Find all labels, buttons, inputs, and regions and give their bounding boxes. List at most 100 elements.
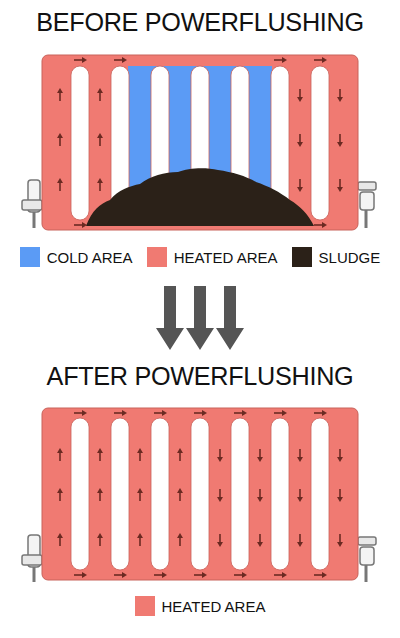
flow-arrow (299, 134, 301, 143)
radiator-slot (311, 418, 329, 570)
flow-arrow (219, 534, 221, 543)
flow-arrow-head (162, 410, 167, 416)
flow-arrow-head (337, 187, 343, 192)
flow-arrow-head (322, 57, 327, 63)
radiator-slot (151, 418, 169, 570)
flow-arrow-head (97, 133, 103, 138)
flow-arrow (299, 489, 301, 498)
flow-arrow-head (162, 572, 167, 578)
flow-arrow-head (82, 572, 87, 578)
section-heading: AFTER POWERFLUSHING (0, 362, 400, 391)
flow-arrow (74, 412, 83, 414)
flow-arrow (59, 452, 61, 461)
legend-swatch (20, 247, 40, 267)
radiator-slots (71, 418, 329, 570)
flow-arrow-head (177, 533, 183, 538)
legend-item: COLD AREA (20, 247, 133, 267)
flow-arrow-head (97, 178, 103, 183)
flow-arrows (57, 57, 343, 228)
flow-arrow (139, 492, 141, 501)
flow-arrow-head (137, 488, 143, 493)
flow-arrow (259, 449, 261, 458)
flow-arrow-head (97, 88, 103, 93)
flow-arrow-head (82, 57, 87, 63)
radiator-slot (71, 66, 89, 220)
flow-arrow (179, 492, 181, 501)
flow-arrow-head (97, 533, 103, 538)
flow-arrow-head (297, 142, 303, 147)
legend-text: COLD AREA (47, 249, 133, 266)
flow-arrow-head (242, 572, 247, 578)
flow-arrow-head (177, 488, 183, 493)
flow-arrow (74, 574, 83, 576)
flow-arrow (234, 574, 243, 576)
legend-text: SLUDGE (319, 249, 381, 266)
flow-arrow (299, 179, 301, 188)
legend-swatch (292, 247, 312, 267)
radiator-slot (191, 418, 209, 570)
flow-arrow (99, 452, 101, 461)
flow-arrows (57, 410, 343, 578)
flow-arrow (99, 137, 101, 146)
radiator-body (42, 55, 358, 230)
flow-arrow-head (122, 572, 127, 578)
flow-arrow (59, 92, 61, 101)
flow-arrow-head (57, 178, 63, 183)
radiator-slot (231, 418, 249, 570)
flow-arrow (99, 182, 101, 191)
flow-arrow (274, 412, 283, 414)
flow-arrow (339, 89, 341, 98)
flow-arrow (59, 182, 61, 191)
radiator-slot (271, 418, 289, 570)
flow-arrow-head (217, 542, 223, 547)
flow-arrow-head (137, 448, 143, 453)
flow-arrow (99, 537, 101, 546)
flow-arrow-head (57, 488, 63, 493)
flow-arrow-head (82, 222, 87, 228)
flow-arrow (114, 574, 123, 576)
flow-arrow (139, 537, 141, 546)
flow-arrow-head (282, 57, 287, 63)
flow-arrow (274, 574, 283, 576)
flow-arrow (339, 489, 341, 498)
flow-arrow (59, 537, 61, 546)
flow-arrow-head (322, 410, 327, 416)
flow-arrow-head (282, 572, 287, 578)
flow-arrow-head (137, 533, 143, 538)
flow-arrow (179, 452, 181, 461)
flow-arrow-head (337, 142, 343, 147)
flow-arrow (99, 92, 101, 101)
flow-arrow-head (282, 410, 287, 416)
section-heading: BEFORE POWERFLUSHING (0, 8, 400, 37)
legend-item: SLUDGE (292, 247, 381, 267)
flow-arrow-head (337, 497, 343, 502)
flow-arrow-head (82, 410, 87, 416)
flow-arrow (314, 59, 323, 61)
flow-arrow-head (97, 448, 103, 453)
flow-arrow-head (337, 542, 343, 547)
flow-arrow-head (337, 97, 343, 102)
flow-arrow-head (297, 542, 303, 547)
flow-arrow (74, 224, 83, 226)
flow-arrow (99, 492, 101, 501)
legend: COLD AREAHEATED AREASLUDGE (0, 247, 400, 267)
flow-arrow (299, 449, 301, 458)
flow-arrow-head (242, 410, 247, 416)
flow-arrow-head (57, 133, 63, 138)
flow-arrow (274, 59, 283, 61)
flow-arrow-head (217, 457, 223, 462)
flow-arrow-head (202, 572, 207, 578)
flow-arrow-head (322, 572, 327, 578)
flow-arrow-head (297, 457, 303, 462)
radiator-slot (111, 418, 129, 570)
flow-arrow (154, 574, 163, 576)
flow-arrow (339, 449, 341, 458)
legend-swatch (135, 596, 155, 616)
flow-arrow-head (297, 187, 303, 192)
flow-arrow-head (322, 222, 327, 228)
flow-arrow (339, 134, 341, 143)
flow-arrow-head (97, 488, 103, 493)
flow-arrow (314, 224, 323, 226)
flow-arrow-head (57, 88, 63, 93)
